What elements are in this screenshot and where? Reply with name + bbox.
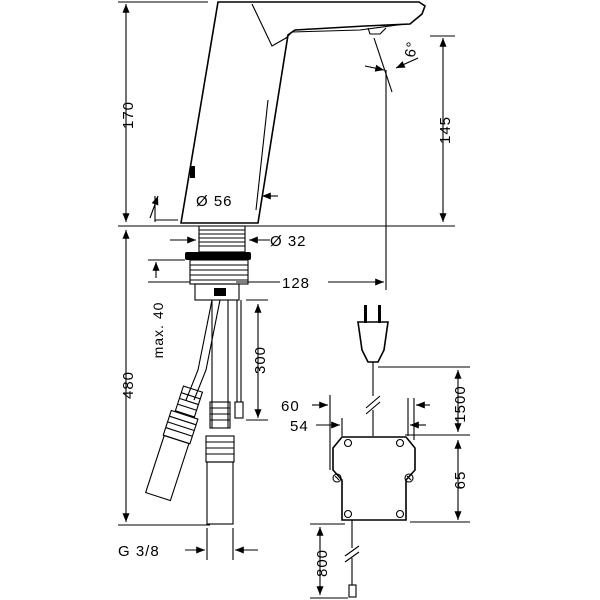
dim-60-54: 60 54 [281, 395, 430, 470]
dim-145: 145 [430, 35, 455, 222]
dim-thread-g38: G 3/8 [118, 528, 258, 560]
dim-128: 128 [236, 70, 387, 292]
svg-text:65: 65 [452, 471, 469, 490]
faucet-shank [185, 225, 251, 301]
dim-65: 65 [410, 440, 470, 523]
svg-text:6°: 6° [402, 40, 422, 59]
dim-diameter-32: Ø 32 [170, 233, 307, 250]
svg-text:54: 54 [290, 418, 309, 435]
svg-text:G 3/8: G 3/8 [118, 543, 160, 560]
svg-text:Ø 56: Ø 56 [196, 193, 233, 210]
svg-text:300: 300 [252, 346, 269, 374]
dim-800: 800 [310, 523, 348, 599]
svg-text:128: 128 [282, 275, 310, 292]
svg-text:480: 480 [120, 371, 137, 399]
dim-480: 480 [118, 230, 210, 526]
svg-text:60: 60 [281, 398, 300, 415]
svg-text:Ø 32: Ø 32 [270, 233, 307, 250]
svg-text:1500: 1500 [452, 385, 469, 422]
dim-diameter-56: Ø 56 [149, 192, 278, 222]
svg-text:max. 40: max. 40 [150, 302, 166, 359]
dim-170: 170 [118, 1, 208, 222]
control-box [332, 436, 416, 598]
dim-max-40: max. 40 [148, 259, 190, 359]
supply-hoses [144, 299, 244, 525]
svg-text:170: 170 [120, 101, 137, 129]
svg-text:145: 145 [437, 116, 454, 144]
svg-text:800: 800 [314, 549, 331, 577]
dim-angle-6: 6° [364, 37, 422, 93]
power-plug [357, 305, 389, 436]
faucet-body [180, 1, 426, 224]
dim-1500: 1500 [378, 366, 470, 436]
dim-300: 300 [246, 299, 269, 421]
